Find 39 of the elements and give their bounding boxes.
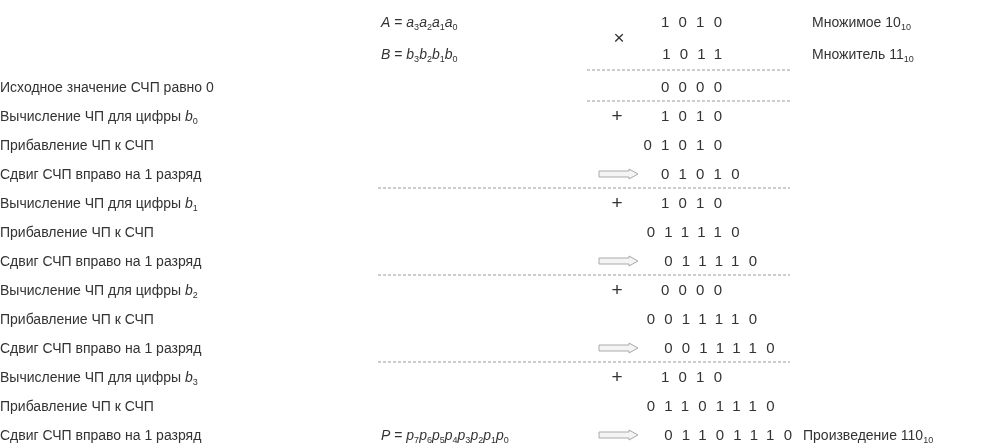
step-description: Сдвиг СЧП вправо на 1 разряд: [0, 165, 202, 183]
step-description: Сдвиг СЧП вправо на 1 разряд: [0, 339, 202, 357]
step-description: Прибавление ЧП к СЧП: [0, 397, 154, 415]
operator-sign: +: [611, 280, 623, 300]
binary-number: 0000: [661, 281, 732, 299]
binary-number: 01010: [661, 165, 749, 183]
operator-sign: +: [611, 193, 623, 213]
step-description: Прибавление ЧП к СЧП: [0, 136, 154, 154]
binary-number: 1011: [662, 45, 732, 63]
binary-number: 0011110: [646, 310, 767, 328]
step-description: Вычисление ЧП для цифры b$_{0}$: [0, 107, 198, 125]
formula: B = b$_{3}$b$_{2}$b$_{1}$b$_{0}$: [381, 45, 458, 63]
formula: P = p$_{7}$p$_{6}$p$_{5}$p$_{4}$p$_{3}$p$_{2}$p$_{1}$p$_{0}$: [381, 426, 509, 444]
binary-number: 1010: [661, 107, 732, 125]
binary-number: 1010: [661, 368, 732, 386]
operator-sign: +: [611, 106, 623, 126]
binary-number: 011110: [646, 223, 749, 241]
binary-number: 011110: [664, 252, 767, 270]
value-note: Множитель 11$_{10}$: [812, 45, 914, 63]
operator-sign: +: [611, 367, 623, 387]
binary-number: 0000: [661, 78, 732, 96]
formula: A = a$_{3}$a$_{2}$a$_{1}$a$_{0}$: [381, 13, 458, 31]
step-description: Прибавление ЧП к СЧП: [0, 310, 154, 328]
operator-sign: ×: [613, 28, 625, 48]
binary-number: 0011110: [664, 339, 784, 357]
binary-number: 1010: [661, 194, 732, 212]
binary-number: 01010: [643, 136, 732, 154]
step-description: Сдвиг СЧП вправо на 1 разряд: [0, 252, 202, 270]
value-note: Множимое 10$_{10}$: [812, 13, 911, 31]
value-note: Произведение 110$_{10}$: [803, 426, 934, 444]
step-description: Исходное значение СЧП равно 0: [0, 78, 214, 96]
binary-number: 01101110: [664, 426, 802, 444]
step-description: Прибавление ЧП к СЧП: [0, 223, 154, 241]
binary-number: 01101110: [646, 397, 784, 415]
binary-number: 1010: [661, 13, 732, 31]
step-description: Сдвиг СЧП вправо на 1 разряд: [0, 426, 202, 444]
step-description: Вычисление ЧП для цифры b$_{1}$: [0, 194, 198, 212]
step-description: Вычисление ЧП для цифры b$_{3}$: [0, 368, 198, 386]
step-description: Вычисление ЧП для цифры b$_{2}$: [0, 281, 198, 299]
